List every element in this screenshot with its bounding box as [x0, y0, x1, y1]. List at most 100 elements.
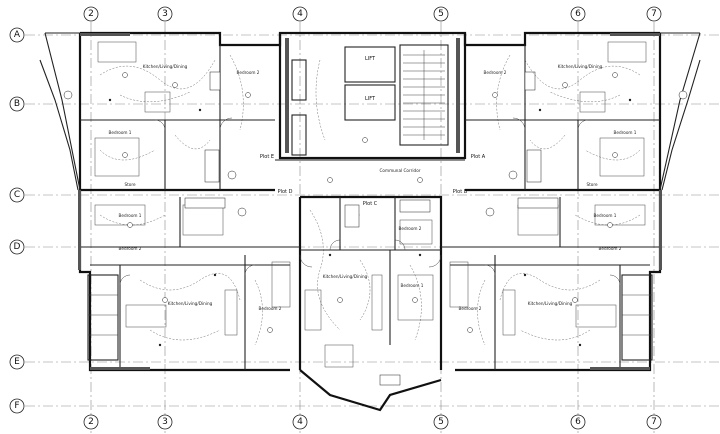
- room-label: Store: [124, 182, 135, 187]
- hatched-wall: [285, 38, 289, 153]
- room-label: Bedroom 2: [259, 306, 282, 311]
- grid-bubble-row-A: [9, 27, 25, 43]
- grid-bubble-top-2: [83, 6, 99, 22]
- room-label: Bedroom 2: [599, 246, 622, 251]
- grid-bubble-row-C: [9, 187, 25, 203]
- hatched-wall: [90, 367, 150, 370]
- sofa: [125, 304, 167, 328]
- grid-label-bottom-5: 5: [438, 417, 444, 427]
- room-label: Kitchen/Living/Dining: [168, 301, 213, 306]
- utility-cupboard: [209, 71, 221, 91]
- light-point: [245, 92, 251, 98]
- wc: [63, 90, 73, 100]
- dining-table: [144, 91, 171, 113]
- core-riser: [291, 59, 307, 101]
- wall-middle-left: [78, 190, 290, 372]
- balcony: [621, 274, 653, 361]
- grid-bubble-top-5: [433, 6, 449, 22]
- light-point: [572, 297, 578, 303]
- light-point: [467, 327, 473, 333]
- grid-label-bottom-3: 3: [162, 417, 168, 427]
- lift-shaft-2: [344, 84, 396, 121]
- kitchen-unit: [271, 261, 291, 308]
- wall-top-right-flat: [463, 31, 662, 192]
- bed: [594, 204, 646, 226]
- room-label: Kitchen/Living/Dining: [528, 301, 573, 306]
- grid-label-bottom-7: 7: [651, 417, 657, 427]
- light-point: [412, 297, 418, 303]
- wc: [508, 170, 518, 180]
- hatched-wall: [659, 190, 662, 270]
- wall-central-flat: [298, 195, 443, 370]
- bed: [397, 274, 434, 321]
- room-label: Bedroom 1: [594, 213, 617, 218]
- bed: [607, 41, 647, 63]
- stairwell: [399, 44, 449, 146]
- plot-label-c: Plot C: [363, 201, 378, 207]
- room-label: Bedroom 2: [399, 226, 422, 231]
- hatched-wall: [456, 38, 460, 153]
- room-label: Kitchen/Living/Dining: [558, 64, 603, 69]
- bed: [94, 137, 140, 177]
- stair-treads: [403, 50, 445, 140]
- light-point: [492, 92, 498, 98]
- room-label: Bedroom 2: [237, 70, 260, 75]
- bay-window-left: [39, 59, 79, 191]
- grid-label-row-A: A: [14, 30, 21, 40]
- socket: [198, 108, 202, 112]
- room-label: Bedroom 2: [119, 246, 142, 251]
- grid-bubble-bottom-7: [646, 414, 662, 430]
- light-point: [612, 72, 618, 78]
- plot-label-a: Plot A: [471, 154, 486, 160]
- wall-middle-right: [455, 190, 662, 372]
- bed: [399, 219, 433, 245]
- room-label: Bedroom 2: [484, 70, 507, 75]
- light-point: [607, 222, 613, 228]
- light-point: [122, 72, 128, 78]
- grid-bubbles-bottom: 2 3 4 5 6 7: [83, 414, 662, 430]
- socket: [213, 273, 217, 277]
- light-point: [327, 177, 333, 183]
- grid-bubble-bottom-5: [433, 414, 449, 430]
- wall-left-angled-facade: [44, 32, 81, 191]
- grid-label-row-C: C: [14, 190, 20, 200]
- grid-label-bottom-6: 6: [575, 417, 581, 427]
- room-label: Bedroom 1: [614, 130, 637, 135]
- wall-stair-core: [278, 31, 467, 160]
- grid-label-row-D: D: [14, 242, 21, 252]
- light-points: [108, 72, 632, 347]
- wall-right-angled-facade: [659, 32, 701, 191]
- grid-bubble-top-4: [292, 6, 308, 22]
- light-point: [562, 82, 568, 88]
- wall-bay-window: [299, 369, 442, 412]
- grid-bubble-top-6: [570, 6, 586, 22]
- grid-bubble-row-D: [9, 239, 25, 255]
- grid-label-top-5: 5: [438, 9, 444, 19]
- bathtub: [517, 197, 559, 209]
- light-point: [122, 152, 128, 158]
- socket: [328, 253, 332, 257]
- kitchen-unit: [371, 274, 383, 331]
- grid-bubbles-rows: A B C D E F: [9, 27, 25, 414]
- plot-label-e: Plot E: [260, 154, 274, 160]
- bathtub: [399, 199, 431, 213]
- lift-label-1: LIFT: [365, 56, 376, 62]
- bathtub: [184, 197, 226, 209]
- light-point: [612, 152, 618, 158]
- lift-shaft-1: [344, 46, 396, 83]
- hatched-wall: [590, 367, 650, 370]
- grid-label-row-F: F: [14, 401, 19, 411]
- plot-label-d: Plot D: [278, 189, 293, 195]
- utility-cupboard: [344, 204, 360, 228]
- door-swings: [119, 117, 621, 286]
- kitchen-unit: [502, 289, 516, 336]
- socket: [538, 108, 542, 112]
- balcony: [87, 274, 119, 361]
- bed: [97, 41, 137, 63]
- grid-bubble-row-B: [9, 96, 25, 112]
- grid-label-top-2: 2: [88, 9, 94, 19]
- grid-bubble-bottom-3: [157, 414, 173, 430]
- dining-table: [579, 91, 606, 113]
- light-point: [337, 297, 343, 303]
